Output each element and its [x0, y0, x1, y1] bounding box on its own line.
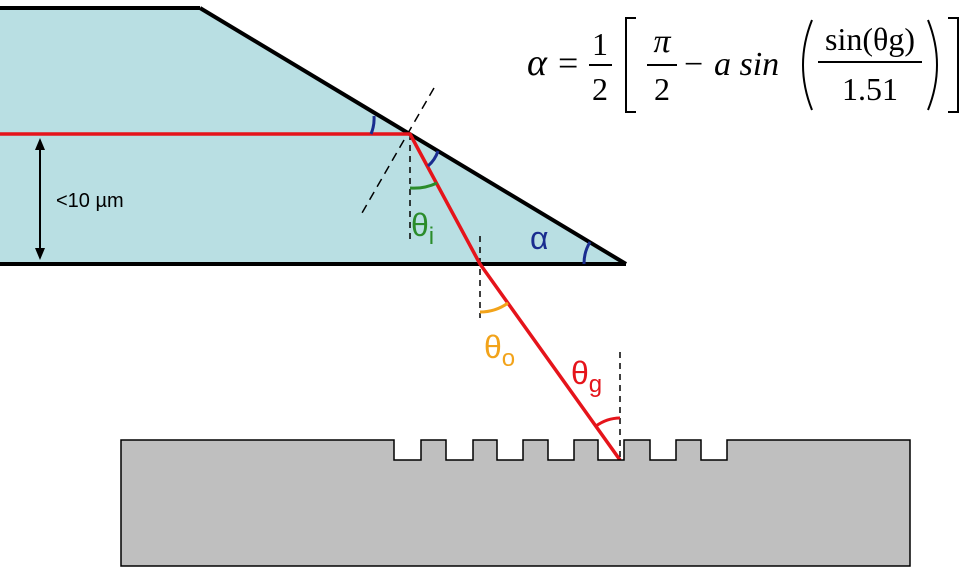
equation-sin-denominator: 1.51 [842, 71, 898, 107]
alpha-equation: α = 1 2 π 2 − a sin sin(θg) 1.51 [527, 17, 959, 113]
theta-i-label: θi [411, 207, 434, 250]
theta-o-label: θo [484, 329, 515, 372]
prism [0, 8, 626, 264]
thickness-label: <10 µm [56, 190, 124, 212]
equation-left-bracket [625, 17, 636, 113]
thickness-arrow-head-top [35, 138, 45, 150]
equation-right-bracket [948, 17, 959, 113]
slanted-face-normal [361, 87, 435, 214]
laser-beam [0, 132, 622, 462]
incidence-angle-arc-lower [426, 150, 440, 168]
thickness-arrow-head-bottom [35, 248, 45, 260]
equation-half-denominator: 2 [592, 71, 608, 107]
equation-equals: = [558, 43, 578, 83]
theta-i-arc [409, 181, 438, 190]
equation-pi-numerator: π [653, 23, 671, 60]
equation-function: a sin [714, 46, 779, 83]
theta-o-arc [479, 301, 509, 314]
equation-left-paren [802, 19, 813, 111]
equation-minus: − [684, 46, 703, 83]
theta-g-arc [595, 416, 621, 428]
incidence-angle-arc-upper [369, 115, 376, 135]
alpha-label: α [530, 220, 549, 256]
equation-half-numerator: 1 [592, 26, 608, 62]
theta-g-label: θg [571, 355, 602, 398]
equation-lhs: α [527, 42, 548, 84]
equation-pi-denominator: 2 [654, 71, 670, 107]
equation-sin-numerator: sin(θg) [825, 21, 915, 57]
alpha-arc [582, 241, 592, 265]
equation-right-paren [927, 19, 938, 111]
grating-substrate [120, 439, 911, 567]
